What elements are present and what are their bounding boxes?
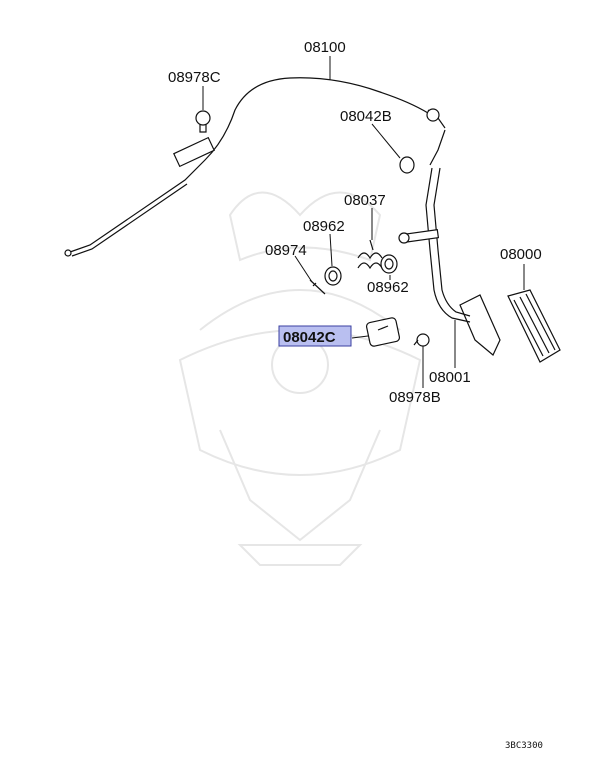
footer-code: 3BC3300 xyxy=(505,741,543,751)
label-08037: 08037 xyxy=(344,192,386,209)
pin[interactable] xyxy=(309,279,326,295)
cable-clip-bolt[interactable] xyxy=(195,110,211,133)
pedal-pad[interactable] xyxy=(507,289,561,363)
bushing-left[interactable] xyxy=(324,266,342,286)
label-08962-left: 08962 xyxy=(303,218,345,235)
pedal-arm[interactable] xyxy=(398,167,501,356)
highlight-box xyxy=(278,325,352,347)
pedal-stopper-upper[interactable] xyxy=(399,156,415,174)
label-08001: 08001 xyxy=(429,369,471,386)
stopper-bolt[interactable] xyxy=(413,333,430,347)
accelerator-cable[interactable] xyxy=(64,77,446,257)
return-spring[interactable] xyxy=(357,239,383,270)
label-08978c: 08978C xyxy=(168,69,221,86)
leader-lines xyxy=(202,56,525,388)
watermark-logo xyxy=(178,191,422,566)
label-08000: 08000 xyxy=(500,246,542,263)
label-08978b: 08978B xyxy=(389,389,441,406)
part-labels: 08100 08978C 08042B 08037 08962 08962 08… xyxy=(168,39,542,406)
label-08042c: 08042C xyxy=(283,329,336,346)
label-08042b: 08042B xyxy=(340,108,392,125)
pedal-stopper-lower[interactable] xyxy=(365,317,401,347)
label-08100: 08100 xyxy=(304,39,346,56)
label-08962-right: 08962 xyxy=(367,279,409,296)
label-08974: 08974 xyxy=(265,242,307,259)
bushing-right[interactable] xyxy=(380,254,398,274)
